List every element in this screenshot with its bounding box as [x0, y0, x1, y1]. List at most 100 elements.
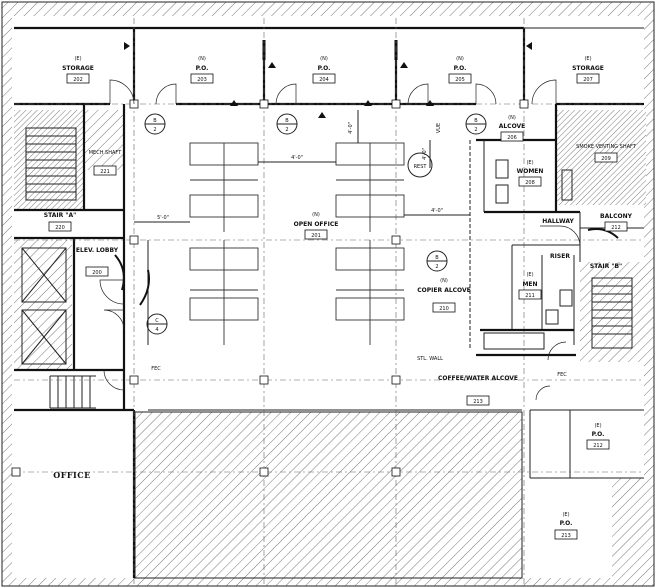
svg-text:(N): (N): [440, 278, 448, 284]
exterior-wall-top: [2, 2, 654, 16]
svg-text:P.O.: P.O.: [318, 65, 331, 72]
room-label-po-213: (E) P.O. 213: [554, 512, 578, 540]
room-label-coffee-213: COFFEE/WATER ALCOVE 213: [438, 375, 518, 406]
svg-text:2: 2: [474, 127, 477, 133]
room-label-open-office-201: (N) OPEN OFFICE 201: [294, 212, 339, 240]
room-label-smoke-shaft-209: SMOKE VENTING SHAFT 209: [576, 144, 637, 163]
svg-text:(N): (N): [456, 56, 464, 62]
svg-text:206: 206: [507, 135, 517, 141]
svg-text:COPIER ALCOVE: COPIER ALCOVE: [417, 287, 471, 294]
vue-label: VUE: [436, 123, 442, 133]
svg-text:210: 210: [439, 306, 449, 312]
svg-text:201: 201: [311, 233, 321, 239]
office-label: OFFICE: [53, 470, 91, 480]
svg-text:200: 200: [92, 270, 102, 276]
room-label-alcove-206: (N) ALCOVE 206: [499, 115, 526, 142]
door-tag-e: C 4: [146, 313, 168, 335]
svg-text:B: B: [474, 118, 478, 124]
rest-callout-circle: [407, 152, 433, 178]
svg-text:MEN: MEN: [522, 281, 537, 288]
corner-hatch: [612, 478, 646, 578]
elevator-1: [21, 247, 67, 303]
stair-a-treads: [25, 127, 77, 201]
svg-text:209: 209: [601, 156, 611, 162]
column-grid: [11, 18, 644, 586]
rest-label: REST: [414, 164, 428, 170]
svg-text:(E): (E): [526, 272, 533, 278]
svg-text:(N): (N): [198, 56, 206, 62]
room-label-hallway: HALLWAY: [542, 218, 574, 225]
svg-text:P.O.: P.O.: [454, 65, 467, 72]
svg-text:213: 213: [561, 533, 571, 539]
svg-text:4: 4: [155, 327, 158, 333]
svg-text:208: 208: [525, 180, 535, 186]
room-label-men-211: (E) MEN 211: [518, 272, 542, 300]
svg-text:B: B: [285, 118, 289, 124]
wall-markers: [230, 62, 434, 118]
room-label-balcony-212: BALCONY 212: [600, 213, 633, 232]
svg-text:221: 221: [100, 169, 110, 175]
svg-text:C: C: [155, 318, 159, 324]
svg-text:OPEN OFFICE: OPEN OFFICE: [294, 221, 339, 228]
room-label-stair-b: STAIR "B": [590, 263, 622, 270]
svg-text:(E): (E): [526, 160, 533, 166]
svg-text:202: 202: [73, 77, 83, 83]
room-label-po-203: (N) P.O. 203: [190, 56, 214, 84]
svg-text:2: 2: [285, 127, 288, 133]
room-label-po-204: (N) P.O. 204: [312, 56, 336, 84]
svg-text:205: 205: [455, 77, 465, 83]
svg-text:BALCONY: BALCONY: [600, 213, 633, 220]
svg-text:(E): (E): [584, 56, 591, 62]
door-tag-d: B 2: [426, 250, 448, 272]
room-label-women-208: (E) WOMEN 208: [517, 160, 544, 187]
door-swings: [99, 79, 581, 401]
steel-wall-label: STL. WALL: [417, 356, 443, 362]
room-label-riser: RISER: [550, 253, 570, 260]
open-office-perimeter: [148, 140, 522, 411]
svg-text:(N): (N): [312, 212, 320, 218]
room-label-storage-207: (E) STORAGE 207: [572, 56, 604, 84]
lower-hatched-zone: [135, 412, 522, 578]
svg-text:STAIR "B": STAIR "B": [590, 263, 622, 270]
door-tag-b: B 2: [276, 113, 298, 135]
exterior-wall-right: [644, 2, 654, 586]
dimension-4-0-vertical: 4'-0": [348, 122, 354, 134]
entry-stair: [49, 375, 96, 409]
svg-text:211: 211: [525, 293, 535, 299]
svg-text:COFFEE/WATER ALCOVE: COFFEE/WATER ALCOVE: [438, 375, 518, 382]
room-label-copier-210: (N) COPIER ALCOVE 210: [417, 278, 471, 313]
svg-text:(E): (E): [594, 423, 601, 429]
svg-text:203: 203: [197, 77, 207, 83]
svg-text:RISER: RISER: [550, 253, 570, 260]
mech-shaft-hatch: [84, 110, 124, 170]
svg-text:204: 204: [319, 77, 329, 83]
svg-text:P.O.: P.O.: [592, 431, 605, 438]
svg-text:(E): (E): [562, 512, 569, 518]
svg-text:B: B: [435, 255, 439, 261]
svg-text:P.O.: P.O.: [196, 65, 209, 72]
elevator-2: [21, 309, 67, 365]
fec-label-2: FEC: [557, 372, 567, 378]
svg-text:ALCOVE: ALCOVE: [499, 123, 526, 130]
svg-text:SMOKE VENTING SHAFT: SMOKE VENTING SHAFT: [576, 144, 637, 150]
svg-text:MECH SHAFT: MECH SHAFT: [89, 150, 122, 156]
svg-text:(N): (N): [320, 56, 328, 62]
svg-text:ELEV. LOBBY: ELEV. LOBBY: [76, 247, 119, 254]
room-label-po-212: (E) P.O. 212: [586, 423, 610, 450]
dimension-4-0-a: 4'-0": [291, 155, 303, 161]
svg-text:212: 212: [611, 225, 621, 231]
room-label-po-205: (N) P.O. 205: [448, 56, 472, 84]
workstations: [189, 142, 405, 345]
elevator-hatch: [14, 240, 72, 370]
room-label-stair-a: STAIR "A" 220: [44, 212, 76, 232]
dimension-5-0: 5'-0": [157, 215, 169, 221]
svg-text:WOMEN: WOMEN: [517, 168, 544, 175]
exterior-wall-left: [2, 2, 12, 586]
svg-text:STORAGE: STORAGE: [62, 65, 94, 72]
stair-b-treads: [591, 277, 633, 349]
direction-arrows: [114, 42, 619, 306]
svg-text:2: 2: [153, 127, 156, 133]
dimension-strings: [134, 110, 470, 223]
dimension-4-0-b: 4'-0": [431, 208, 443, 214]
